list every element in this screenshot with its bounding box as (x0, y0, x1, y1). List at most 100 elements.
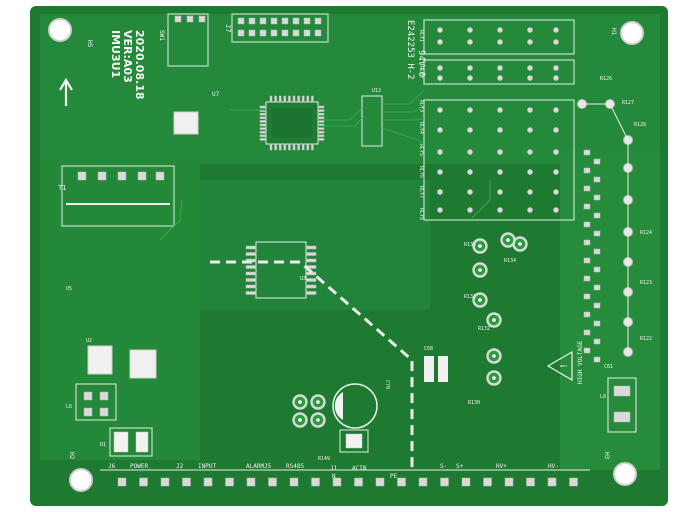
connector-label-pe: PE (390, 473, 398, 480)
pad-drill (478, 268, 482, 272)
ref-rly8: RLY8 (418, 208, 424, 220)
u3-pin (305, 291, 317, 295)
j7-pin (270, 17, 278, 25)
u3-pin (305, 278, 317, 282)
inductor-l6 (75, 383, 117, 421)
pad-drill (298, 418, 302, 422)
mcu-pin (283, 95, 287, 103)
mcu-pin (297, 95, 300, 103)
ref-rly4: RLY4 (418, 122, 424, 134)
connector-label-text: RS485 (286, 463, 304, 470)
u3-pin (245, 265, 257, 269)
ref-r149: R149 (318, 456, 330, 462)
pad-drill (492, 376, 496, 380)
terminal-pin (332, 477, 342, 487)
relay-pin (497, 207, 503, 213)
connector-label-alarm: ALARM (246, 463, 264, 470)
mcu-pin (288, 95, 291, 103)
connector-label-hv-: HV+ (496, 463, 507, 470)
mount-hole-bottom-left (69, 468, 93, 492)
connector-label-text: HV+ (496, 463, 507, 470)
ref-r131: R131 (464, 294, 476, 300)
relay-pin (527, 107, 533, 113)
relay-pin (497, 127, 503, 133)
isolation-line (210, 260, 414, 470)
cert-marking: E242253 H-2 94V-0 (405, 20, 426, 80)
mcu-pin (259, 130, 267, 134)
j7-pin (292, 29, 300, 37)
t1-pin (77, 171, 87, 181)
relay-pin (467, 127, 473, 133)
ref-r123: R123 (640, 280, 652, 286)
relay-pin (527, 189, 533, 195)
mcu-pin (306, 143, 310, 151)
mcu-pin (269, 95, 273, 103)
j7-pin (314, 29, 322, 37)
pad-drill (492, 354, 496, 358)
u3-pin (305, 252, 317, 256)
mcu-pin (274, 143, 277, 151)
connector-label-s-: S+ (456, 463, 464, 470)
ref-t1: T1 (58, 184, 66, 192)
thermal-pad (173, 111, 199, 135)
ref-rly5: RLY5 (418, 144, 424, 156)
connector-label-text: POWER (130, 463, 148, 470)
j7-pin (248, 29, 256, 37)
smd-pad (593, 356, 601, 363)
mcu-pin (292, 143, 296, 151)
ref-sw1: SW1 (158, 30, 165, 41)
relay-pin (437, 149, 443, 155)
smd-pad (583, 293, 591, 300)
relay-pin (527, 127, 533, 133)
j7-pin (281, 29, 289, 37)
j7-pin (237, 29, 245, 37)
pad-drill (316, 418, 320, 422)
relay-pin (553, 27, 559, 33)
relay-bank: RLY1 RLY2 RLY3 RLY4 RLY5 RLY6 RLY7 RLY8 (418, 19, 575, 221)
j7-pin (237, 17, 245, 25)
ref-r130: R130 (468, 400, 480, 406)
component-j1-fuse (339, 429, 369, 453)
relay-pin (467, 169, 473, 175)
cert-line2: 94V-0 (416, 50, 426, 77)
cert-line1: E242253 H-2 (405, 20, 415, 80)
smd-pad (583, 203, 591, 210)
ref-r134: R134 (504, 258, 516, 264)
mcu-pin (317, 109, 325, 112)
connector-label-n: N (332, 473, 336, 480)
ref-r122: R122 (640, 336, 652, 342)
mcu-pin (259, 134, 267, 138)
ref-u7: U7 (212, 91, 220, 98)
u3-pin (305, 258, 317, 263)
relay-pin (437, 127, 443, 133)
relay-pin (437, 39, 443, 45)
j7-pin (303, 29, 311, 37)
terminal-pin (354, 477, 363, 487)
mcu-pin (259, 120, 267, 123)
mcu-pin (278, 143, 282, 151)
t1-pin (155, 171, 165, 181)
relay-pin (553, 107, 559, 113)
u3-pin (245, 271, 257, 276)
ref-h2: H2 (68, 452, 75, 460)
smd-pad (593, 302, 601, 309)
mcu-pin (317, 134, 325, 138)
t1-pin (137, 171, 147, 181)
relay-pin (497, 189, 503, 195)
relay-pin (437, 189, 443, 195)
mcu-pin (311, 95, 314, 103)
connector-label-hv-: HV- (548, 463, 559, 470)
relay-pin (553, 207, 559, 213)
svg-text:!: ! (559, 363, 570, 369)
mcu-pin (317, 138, 325, 141)
mcu-pin (306, 95, 310, 103)
ref-c61: C61 (604, 364, 613, 370)
relay-pin (497, 169, 503, 175)
terminal-pin (203, 477, 213, 487)
t1-pin (97, 171, 107, 181)
mount-hole-bottom-right (613, 462, 637, 486)
ref-u5: U5 (66, 286, 72, 292)
terminal-pin (139, 477, 148, 487)
mcu-pin (283, 143, 287, 151)
